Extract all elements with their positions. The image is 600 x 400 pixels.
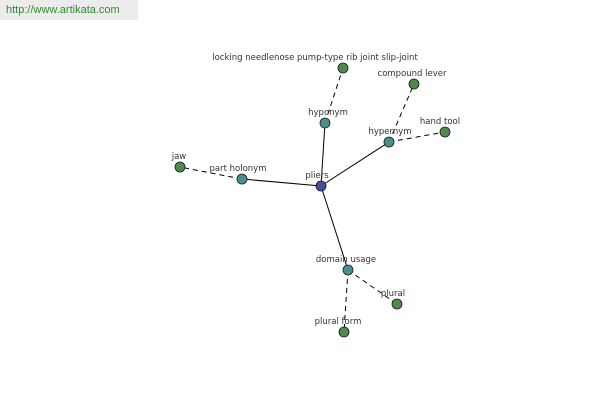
node-label-compound-lever: compound lever — [378, 69, 447, 79]
edge-part-holonym-jaw — [179, 166, 243, 180]
node-label-jaw: jaw — [171, 152, 187, 162]
node-compound-lever[interactable] — [408, 78, 420, 90]
nodes-layer — [174, 62, 451, 338]
node-label-locking: locking needlenose pump-type rib joint s… — [212, 53, 418, 63]
node-plural-form[interactable] — [338, 326, 350, 338]
node-plural[interactable] — [391, 298, 403, 310]
node-hypernym[interactable] — [383, 136, 395, 148]
node-label-hyponym: hyponym — [308, 108, 348, 118]
edges-layer — [179, 67, 446, 333]
edge-domain-usage-plural — [347, 269, 398, 305]
node-label-pliers: pliers — [305, 171, 329, 181]
node-hyponym[interactable] — [319, 117, 331, 129]
node-locking[interactable] — [337, 62, 349, 74]
node-label-plural-form: plural form — [315, 317, 362, 327]
edge-pliers-hypernym — [320, 141, 390, 187]
node-label-domain-usage: domain usage — [316, 255, 376, 265]
node-domain-usage[interactable] — [342, 264, 354, 276]
edge-pliers-hyponym — [320, 122, 326, 187]
edge-pliers-part-holonym — [241, 178, 322, 187]
node-label-hand-tool: hand tool — [420, 117, 460, 127]
edge-hyponym-locking — [324, 67, 344, 124]
node-label-hypernym: hypernym — [368, 127, 411, 137]
node-pliers[interactable] — [315, 180, 327, 192]
node-label-plural: plural — [381, 289, 405, 299]
edge-hypernym-hand-tool — [388, 131, 446, 143]
watermark-url[interactable]: http://www.artikata.com — [0, 0, 138, 20]
edge-pliers-domain-usage — [320, 185, 349, 271]
node-label-part-holonym: part holonym — [210, 164, 267, 174]
node-part-holonym[interactable] — [236, 173, 248, 185]
node-jaw[interactable] — [174, 161, 186, 173]
edge-hypernym-compound-lever — [388, 83, 415, 143]
labels-layer: pliers hyponym hypernym part holonym domain … — [171, 53, 460, 327]
node-hand-tool[interactable] — [439, 126, 451, 138]
edge-domain-usage-plural-form — [343, 269, 349, 333]
